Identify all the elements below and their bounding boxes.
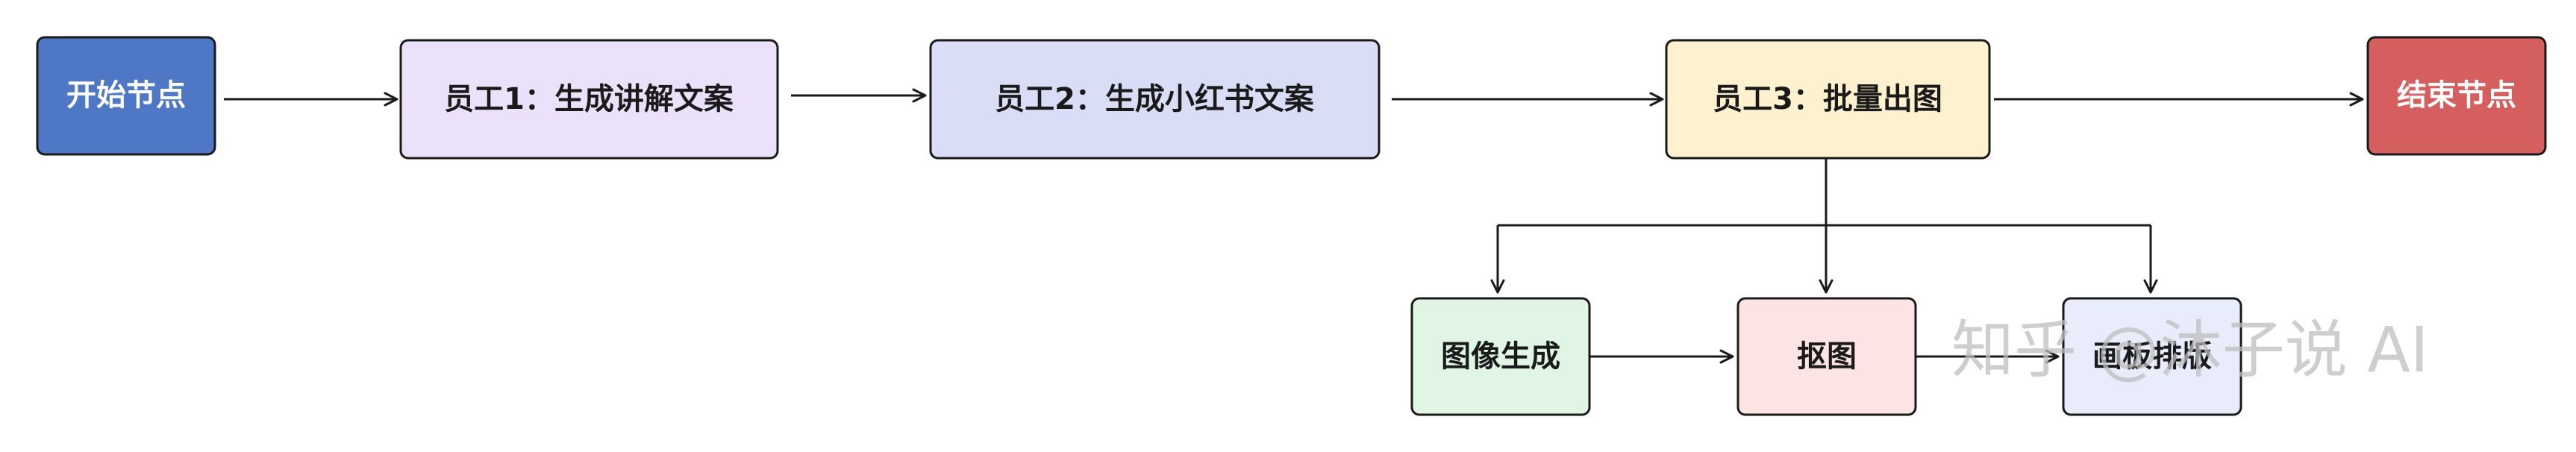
node-cutout-box (1736, 297, 1917, 416)
node-start-box (36, 36, 216, 156)
node-employee3-label: 员工3：批量出图 (1713, 82, 1942, 116)
node-end: 结束节点 (2366, 36, 2547, 156)
node-employee1: 员工1：生成讲解文案 (399, 39, 779, 160)
node-cutout-label: 抠图 (1797, 339, 1857, 374)
node-layout-label: 画板排版 (2092, 339, 2212, 374)
node-employee2: 员工2：生成小红书文案 (929, 39, 1381, 160)
node-employee3: 员工3：批量出图 (1665, 39, 1991, 160)
node-employee3-box (1665, 39, 1991, 160)
node-end-box (2366, 36, 2547, 156)
node-layout: 画板排版 (2062, 297, 2242, 416)
node-cutout: 抠图 (1736, 297, 1917, 416)
node-image-gen-label: 图像生成 (1441, 339, 1560, 374)
node-image-gen-box (1410, 297, 1591, 416)
node-employee1-label: 员工1：生成讲解文案 (444, 82, 734, 116)
node-end-label: 结束节点 (2397, 78, 2516, 113)
connectors (224, 88, 2364, 364)
node-image-gen: 图像生成 (1410, 297, 1591, 416)
node-employee2-label: 员工2：生成小红书文案 (995, 82, 1315, 116)
node-layout-box (2062, 297, 2242, 416)
node-employee2-box (929, 39, 1381, 160)
node-start-label: 开始节点 (66, 78, 186, 113)
node-employee1-box (399, 39, 779, 160)
node-start: 开始节点 (36, 36, 216, 156)
watermark: 知乎 @沐子说 AI (1951, 313, 2429, 386)
